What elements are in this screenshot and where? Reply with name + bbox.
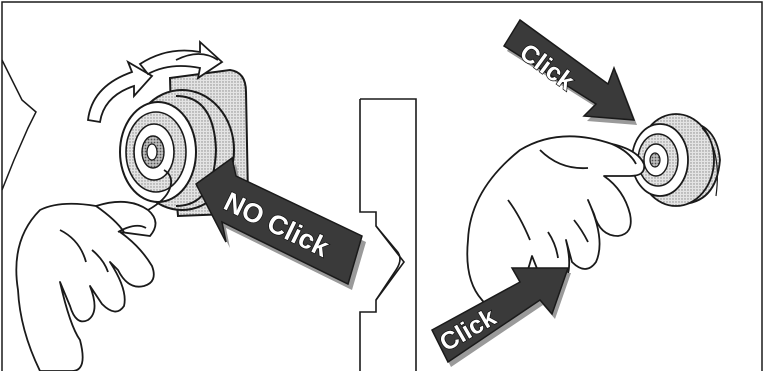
previous-step-arrow-icon xyxy=(1,59,37,191)
click-top-arrow-icon xyxy=(502,18,637,125)
click-bottom-arrow-icon xyxy=(431,267,571,367)
no-click-arrow-icon xyxy=(195,156,366,290)
right-spool-icon xyxy=(631,113,721,207)
step-arrow-icon xyxy=(359,98,417,371)
left-hand-icon xyxy=(15,169,173,371)
rotation-arrows-icon xyxy=(87,39,224,124)
